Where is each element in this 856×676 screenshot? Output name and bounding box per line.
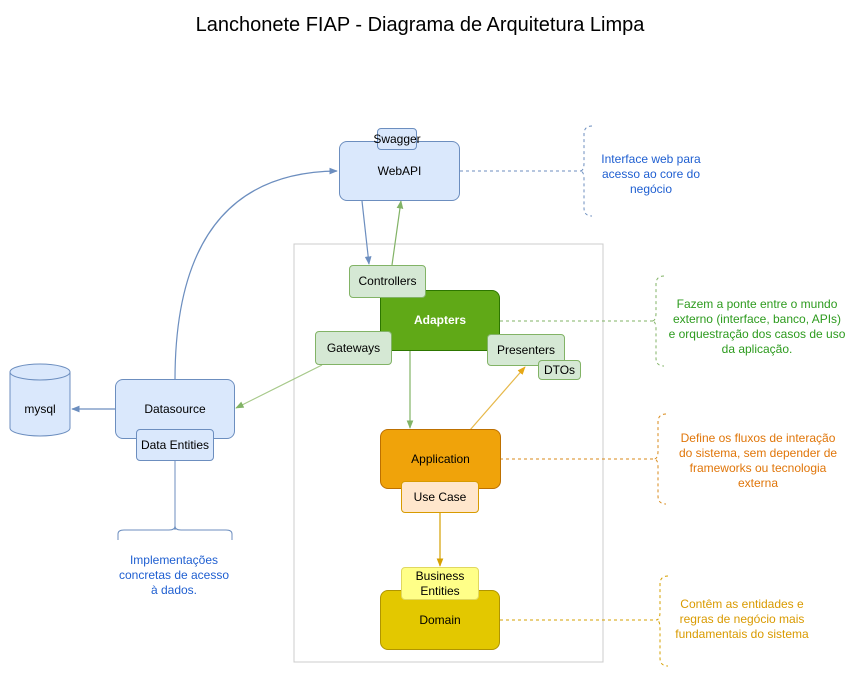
mysql-database-icon bbox=[9, 363, 71, 437]
edge-webapi-controllers bbox=[361, 200, 372, 265]
edge-application-presenters bbox=[469, 366, 526, 431]
edge-datasource-webapi bbox=[174, 167, 338, 381]
gateways-label: Gateways bbox=[326, 340, 381, 355]
brace-adapters bbox=[651, 275, 665, 367]
gateways-box: Gateways bbox=[315, 331, 392, 365]
datasource-label: Datasource bbox=[144, 401, 206, 416]
brace-domain bbox=[655, 575, 669, 667]
swagger-box: Swagger bbox=[373, 128, 421, 150]
swagger-label: Swagger bbox=[373, 131, 421, 146]
data-entities-label: Data Entities bbox=[140, 437, 210, 452]
domain-note: Contêm as entidades e regras de negócio … bbox=[675, 597, 809, 641]
webapi-box: WebAPI bbox=[339, 141, 460, 201]
mysql-label: mysql bbox=[24, 402, 56, 416]
edge-gateways-datasource bbox=[235, 364, 323, 409]
presenters-label: Presenters bbox=[496, 342, 556, 357]
use-case-box: Use Case bbox=[401, 481, 479, 513]
domain-label: Domain bbox=[419, 612, 461, 627]
dtos-label: DTOs bbox=[543, 362, 576, 377]
domain-box: Domain bbox=[380, 590, 500, 650]
adapters-note: Fazem a ponte entre o mundo externo (int… bbox=[668, 297, 846, 356]
dtos-box: DTOs bbox=[538, 360, 581, 380]
edge-controllers-webapi bbox=[391, 200, 404, 266]
application-label: Application bbox=[411, 451, 470, 466]
clean-architecture-boundary bbox=[293, 243, 604, 663]
adapters-label: Adapters bbox=[413, 313, 466, 327]
brace-datasource bbox=[117, 525, 233, 540]
data-entities-box: Data Entities bbox=[136, 429, 214, 461]
webapi-note: Interface web para acesso ao core do neg… bbox=[601, 152, 701, 196]
use-case-label: Use Case bbox=[413, 489, 467, 504]
controllers-box: Controllers bbox=[349, 265, 426, 298]
brace-webapi bbox=[579, 125, 593, 217]
webapi-label: WebAPI bbox=[377, 163, 422, 178]
application-box: Application bbox=[380, 429, 501, 489]
datasource-note: Implementações concretas de acesso à dad… bbox=[118, 553, 230, 597]
diagram-title: Lanchonete FIAP - Diagrama de Arquitetur… bbox=[195, 14, 645, 36]
application-note: Define os fluxos de interação do sistema… bbox=[678, 431, 838, 490]
controllers-label: Controllers bbox=[358, 274, 417, 288]
business-entities-label: Business Entities bbox=[415, 568, 465, 598]
adapters-box: Adapters bbox=[380, 290, 500, 351]
business-entities-box: Business Entities bbox=[401, 567, 479, 600]
brace-application bbox=[653, 413, 667, 505]
